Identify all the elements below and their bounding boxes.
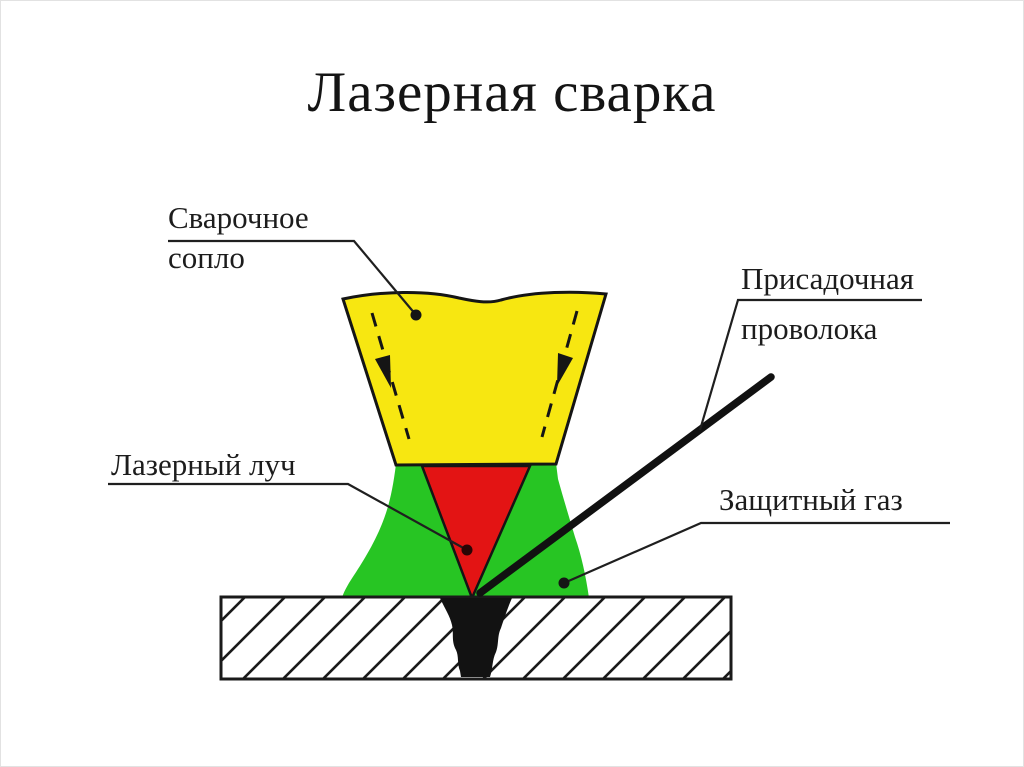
gas-flow-arrow-left [375,355,391,388]
leader-nozzle [168,239,422,321]
label-nozzle-line1: Сварочное [168,200,309,235]
gas-flow-line-left [370,312,411,440]
page-title: Лазерная сварка [307,61,717,124]
gas-flow-arrow-right [557,353,573,386]
gas-flow-line-right [540,310,579,438]
label-shield-gas: Защитный газ [719,482,903,517]
label-filler-wire-line1: Присадочная [741,261,914,296]
welding-nozzle [341,290,608,467]
leader-laser [108,482,473,556]
label-laser-beam: Лазерный луч [111,447,296,482]
label-nozzle-line2: сопло [168,240,245,275]
leader-wire [698,298,922,431]
leader-gas [558,521,950,589]
filler-wire [476,373,775,597]
label-filler-wire-line2: проволока [741,311,878,346]
weld-keyhole [440,598,512,677]
